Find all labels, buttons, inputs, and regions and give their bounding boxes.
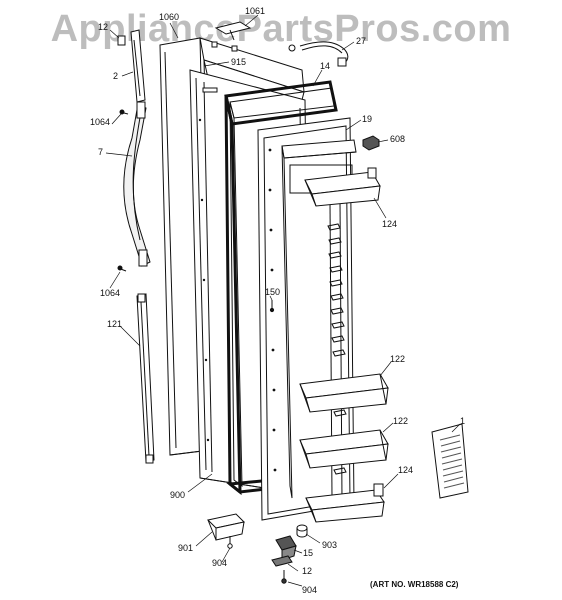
label-part-900: 900 xyxy=(170,490,186,500)
part-901-hinge-cover[interactable] xyxy=(208,514,244,540)
label-part-124-top: 124 xyxy=(382,219,398,229)
label-part-27: 27 xyxy=(356,36,367,46)
part-2-hinge-cover[interactable] xyxy=(131,30,145,102)
part-122-middle-door-bin[interactable] xyxy=(300,374,388,412)
label-part-7: 7 xyxy=(98,147,104,157)
label-part-1060: 1060 xyxy=(159,12,180,22)
part-124-bottom-door-bin[interactable] xyxy=(306,484,384,522)
part-1064-screw-top[interactable] xyxy=(120,110,128,114)
label-part-915: 915 xyxy=(231,57,247,67)
label-part-12-top: 12 xyxy=(98,22,109,32)
label-part-121: 121 xyxy=(107,319,123,329)
liner-bin-supports xyxy=(328,224,346,474)
label-part-1: 1 xyxy=(460,416,466,426)
label-part-608: 608 xyxy=(390,134,406,144)
part-122-lower-door-bin[interactable] xyxy=(300,430,388,468)
part-904-screw-lower[interactable] xyxy=(282,570,286,583)
part-1061-top-hinge[interactable] xyxy=(216,22,250,40)
label-part-15: 15 xyxy=(303,548,314,558)
art-number: (ART NO. WR18588 C2) xyxy=(370,580,459,589)
label-part-903: 903 xyxy=(322,540,338,550)
part-150-screw[interactable] xyxy=(270,300,273,312)
leader-lines xyxy=(106,15,460,586)
part-14-door-gasket[interactable] xyxy=(226,82,336,492)
label-part-12-bottom: 12 xyxy=(302,566,313,576)
label-part-1061: 1061 xyxy=(245,6,266,16)
label-part-1064-top: 1064 xyxy=(90,117,111,127)
watermark-logo: AppliancePartsPros.com xyxy=(50,8,512,50)
label-part-1064-bottom: 1064 xyxy=(100,288,121,298)
label-part-904-upper: 904 xyxy=(212,558,228,568)
part-608-clip[interactable] xyxy=(363,136,379,150)
label-part-904-lower: 904 xyxy=(302,585,318,595)
label-part-19: 19 xyxy=(362,114,373,124)
part-7-door-handle[interactable] xyxy=(124,102,150,266)
label-part-14: 14 xyxy=(320,61,331,71)
part-1-owners-manual[interactable] xyxy=(432,424,468,498)
label-part-122-lower: 122 xyxy=(393,416,409,426)
part-12-bottom-bracket[interactable] xyxy=(272,556,292,566)
label-part-150: 150 xyxy=(265,287,281,297)
part-27-wire-harness[interactable] xyxy=(289,42,348,66)
part-124-top-door-bin[interactable] xyxy=(305,168,380,206)
part-904-screw-upper[interactable] xyxy=(228,536,232,548)
part-12-bracket[interactable] xyxy=(118,36,125,45)
part-121-lower-trim[interactable] xyxy=(137,294,154,463)
label-part-122-upper: 122 xyxy=(390,354,406,364)
part-1064-screw-bottom[interactable] xyxy=(118,266,126,271)
label-part-124-bottom: 124 xyxy=(398,465,414,475)
label-part-2: 2 xyxy=(113,71,119,81)
label-part-901: 901 xyxy=(178,543,194,553)
part-903-bushing[interactable] xyxy=(297,525,307,537)
